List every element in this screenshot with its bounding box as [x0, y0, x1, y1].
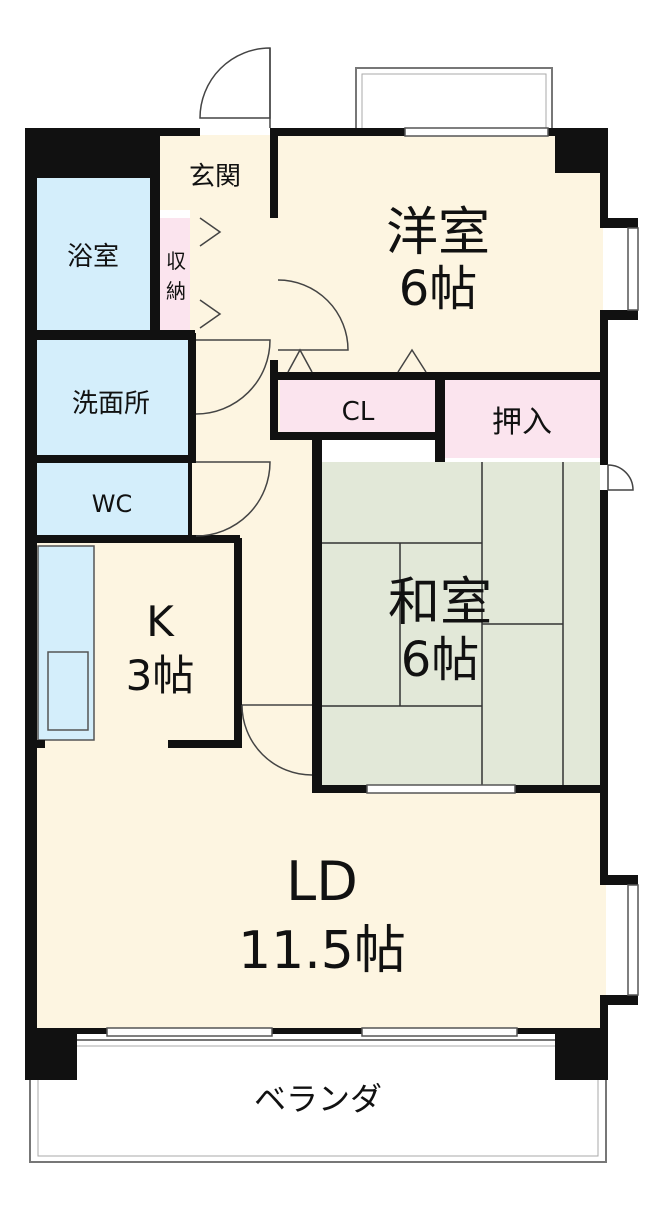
label-western-name: 洋室 — [386, 203, 490, 263]
storage-floor — [160, 218, 190, 333]
label-bath: 浴室 — [67, 242, 119, 272]
bath-floor — [35, 178, 155, 333]
label-storage-1: 収 — [166, 249, 186, 273]
label-closet: CL — [342, 397, 375, 427]
label-veranda: ベランダ — [254, 1080, 382, 1118]
label-living-size: 11.5帖 — [238, 921, 406, 981]
label-wc: WC — [92, 490, 133, 518]
label-western-size: 6帖 — [399, 261, 478, 317]
label-washroom: 洗面所 — [72, 389, 150, 419]
washroom-floor — [35, 340, 190, 460]
label-entrance: 玄関 — [189, 162, 241, 192]
veranda-area — [29, 1039, 607, 1163]
label-kitchen-size: 3帖 — [126, 651, 195, 700]
oshiire-floor — [443, 380, 600, 458]
kitchen-sink — [47, 651, 89, 731]
label-kitchen-name: K — [146, 597, 175, 646]
tatami-lines — [320, 462, 564, 787]
label-oshiire: 押入 — [492, 405, 552, 440]
western-floor — [275, 135, 603, 375]
wc-floor — [35, 462, 190, 537]
label-japanese-name: 和室 — [388, 573, 492, 633]
label-japanese-size: 6帖 — [401, 632, 480, 688]
balcony-top — [355, 67, 553, 131]
doors — [195, 47, 634, 776]
label-living-name: LD — [286, 850, 358, 913]
windows — [106, 127, 639, 1037]
closet-floor — [280, 380, 435, 435]
label-storage-2: 納 — [166, 279, 186, 303]
entrance-floor — [160, 135, 275, 210]
